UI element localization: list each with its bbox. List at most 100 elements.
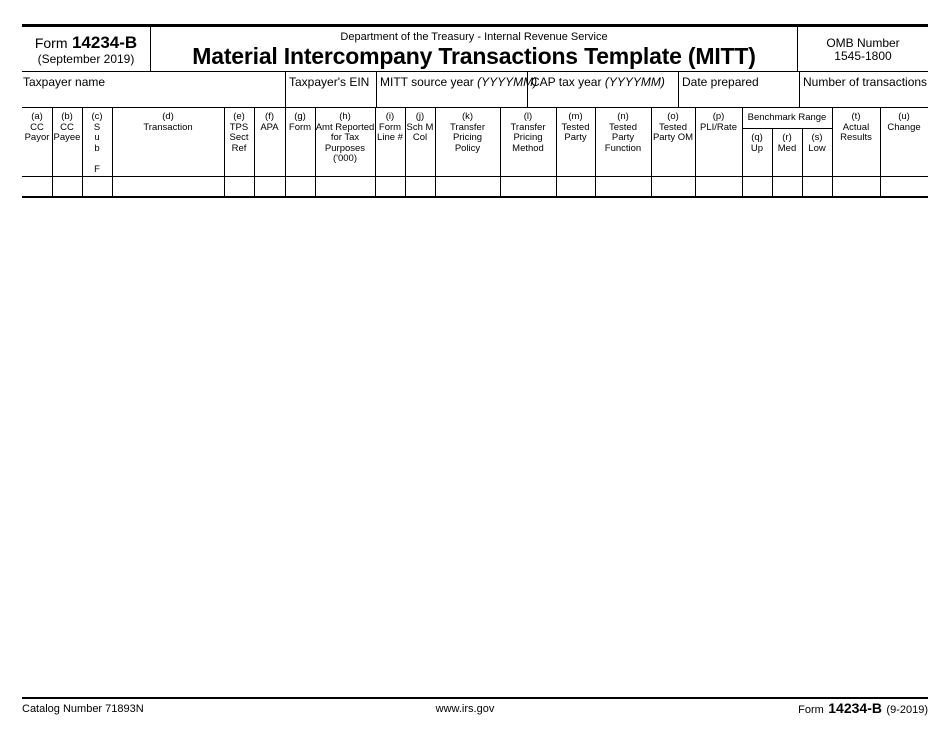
cell-h[interactable] bbox=[317, 179, 373, 195]
cap-tax-format: (YYYYMM) bbox=[604, 75, 665, 89]
info-div-4 bbox=[678, 72, 679, 107]
col-r-line1: Med bbox=[777, 142, 797, 154]
col-g-line1: Form bbox=[288, 121, 312, 133]
num-transactions-label: Number of transactions bbox=[803, 75, 928, 89]
col-div-lm bbox=[556, 108, 557, 197]
cell-t[interactable] bbox=[834, 179, 878, 195]
col-o-line1: Tested bbox=[659, 121, 687, 133]
col-l-line2: Pricing bbox=[513, 132, 543, 143]
col-o-line2: Party OM bbox=[652, 132, 694, 143]
col-j-header: (j) Sch M Col bbox=[405, 111, 435, 144]
num-transactions-field[interactable] bbox=[803, 89, 925, 105]
col-c-line2: u bbox=[94, 132, 100, 143]
cell-p[interactable] bbox=[697, 179, 740, 195]
info-div-2 bbox=[376, 72, 377, 107]
col-div-tu bbox=[880, 108, 881, 197]
col-k-header: (k) Transfer Pricing Policy bbox=[435, 111, 500, 154]
col-e-header: (e) TPS Sect Ref bbox=[224, 111, 254, 154]
col-j-line2: Col bbox=[412, 132, 428, 143]
cell-c[interactable] bbox=[84, 179, 110, 195]
cell-d[interactable] bbox=[114, 179, 222, 195]
date-prepared-field[interactable] bbox=[682, 89, 794, 105]
col-h-line4: ('000) bbox=[333, 153, 357, 164]
cell-s[interactable] bbox=[804, 179, 830, 195]
col-h-line1: Amt Reported bbox=[315, 121, 375, 133]
mitt-source-label: MITT source year bbox=[380, 75, 474, 89]
col-c-line1: S bbox=[93, 121, 101, 133]
cap-tax-year-field[interactable] bbox=[531, 89, 673, 105]
col-n-line2: Party bbox=[611, 132, 635, 143]
col-m-line1: Tested bbox=[561, 121, 590, 133]
col-div-no bbox=[651, 108, 652, 197]
col-b-line1: CC bbox=[60, 121, 74, 133]
col-div-bc bbox=[82, 108, 83, 197]
info-div-1 bbox=[285, 72, 286, 107]
cell-b[interactable] bbox=[54, 179, 80, 195]
cell-q[interactable] bbox=[744, 179, 770, 195]
col-h-letter: (h) bbox=[339, 111, 351, 122]
col-m-letter: (m) bbox=[568, 111, 583, 122]
cap-tax-label: CAP tax year bbox=[531, 75, 602, 89]
header-divider-left bbox=[150, 26, 151, 72]
col-u-header: (u) Change bbox=[880, 111, 928, 133]
cell-u[interactable] bbox=[882, 179, 926, 195]
omb-label: OMB Number bbox=[826, 36, 900, 50]
taxpayer-ein-field[interactable] bbox=[289, 89, 373, 105]
col-s-line1: Low bbox=[808, 142, 826, 154]
omb-number: 1545-1800 bbox=[834, 49, 892, 63]
col-i-line2: Line # bbox=[377, 132, 403, 143]
cell-e[interactable] bbox=[226, 179, 252, 195]
col-b-line2: Payee bbox=[53, 132, 81, 143]
cell-o[interactable] bbox=[653, 179, 693, 195]
cell-l[interactable] bbox=[502, 179, 554, 195]
col-div-rs bbox=[802, 128, 803, 197]
col-div-op bbox=[695, 108, 696, 197]
page-title: Material Intercompany Transactions Templ… bbox=[192, 43, 756, 69]
col-l-line1: Transfer bbox=[510, 121, 546, 133]
col-n-header: (n) Tested Party Function bbox=[595, 111, 651, 154]
cell-j[interactable] bbox=[407, 179, 433, 195]
col-div-hi bbox=[375, 108, 376, 197]
col-u-line1: Change bbox=[887, 121, 921, 133]
top-rule bbox=[22, 24, 928, 27]
col-d-header: (d) Transaction bbox=[112, 111, 224, 133]
col-k-letter: (k) bbox=[461, 111, 474, 122]
col-m-header: (m) Tested Party bbox=[556, 111, 595, 144]
col-b-header: (b) CC Payee bbox=[52, 111, 82, 144]
col-c-header: (c) S u b F bbox=[82, 111, 112, 176]
cell-g[interactable] bbox=[287, 179, 313, 195]
col-div-fg bbox=[285, 108, 286, 197]
header-bottom-rule bbox=[22, 71, 928, 72]
col-k-line2: Pricing bbox=[452, 132, 483, 143]
cell-k[interactable] bbox=[437, 179, 498, 195]
cell-m[interactable] bbox=[558, 179, 593, 195]
benchmark-underline bbox=[742, 128, 832, 129]
cell-f[interactable] bbox=[256, 179, 283, 195]
col-a-line2: Payor bbox=[24, 132, 50, 143]
col-i-line1: Form bbox=[378, 121, 402, 133]
col-div-ab bbox=[52, 108, 53, 197]
col-n-line3: Function bbox=[604, 142, 642, 154]
mitt-source-year-field[interactable] bbox=[380, 89, 522, 105]
col-r-header: (r) Med bbox=[772, 132, 802, 154]
col-q-line1: Up bbox=[750, 142, 764, 154]
col-e-line3: Ref bbox=[231, 142, 247, 154]
col-e-line1: TPS bbox=[229, 121, 249, 133]
cell-a[interactable] bbox=[24, 179, 50, 195]
col-l-line3: Method bbox=[512, 142, 544, 154]
col-n-line1: Tested bbox=[609, 121, 637, 133]
col-f-letter: (f) bbox=[265, 111, 274, 122]
taxpayer-name-field[interactable] bbox=[24, 89, 282, 105]
form-edition: (September 2019) bbox=[37, 52, 135, 66]
col-j-line1: Sch M bbox=[406, 121, 434, 133]
cell-i[interactable] bbox=[377, 179, 403, 195]
col-r-letter: (r) bbox=[782, 132, 792, 143]
col-u-letter: (u) bbox=[898, 111, 910, 122]
cell-n[interactable] bbox=[597, 179, 649, 195]
col-a-line1: CC bbox=[30, 121, 44, 133]
footer-form-prefix: Form bbox=[798, 704, 824, 716]
mitt-source-format: (YYYYMM) bbox=[477, 75, 538, 89]
col-g-letter: (g) bbox=[294, 111, 306, 122]
cell-r[interactable] bbox=[774, 179, 800, 195]
info-div-5 bbox=[799, 72, 800, 107]
